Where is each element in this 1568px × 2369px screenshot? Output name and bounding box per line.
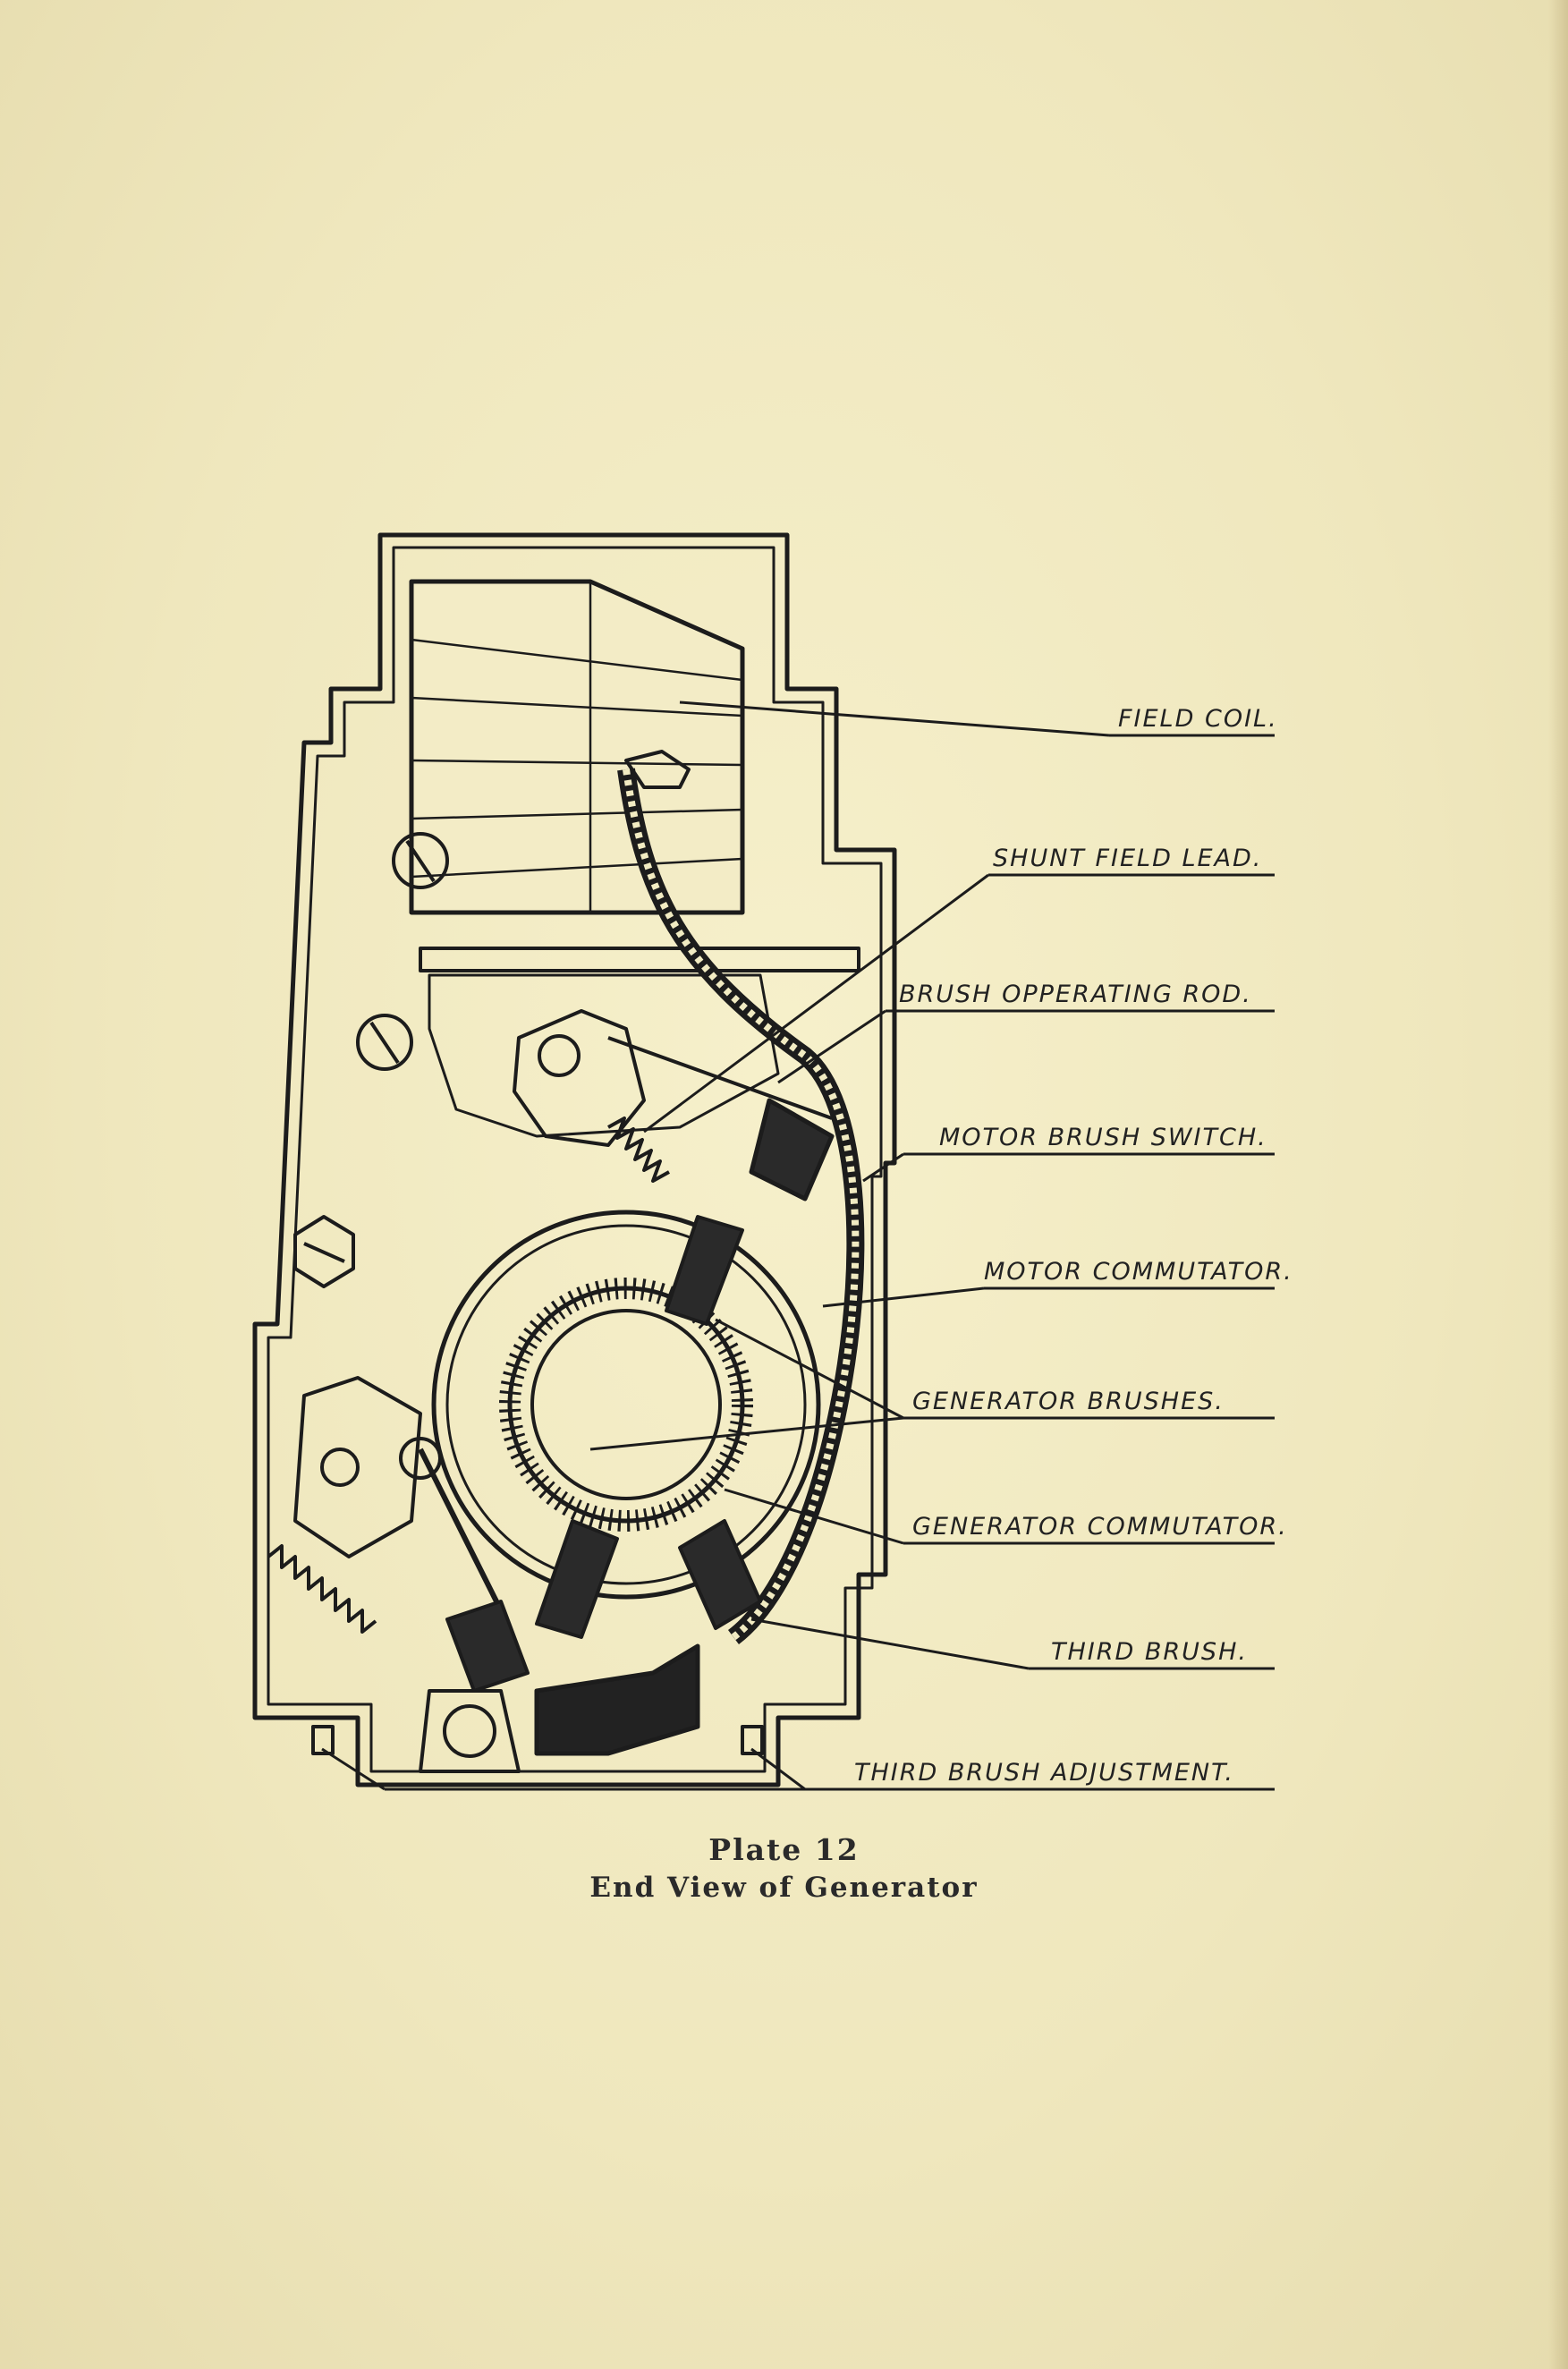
plate-title: End View of Generator — [589, 1872, 979, 1904]
label-motor-commutator: MOTOR COMMUTATOR. — [984, 1258, 1293, 1286]
generator-housing — [252, 532, 897, 1787]
label-third-brush-adjustment: THIRD BRUSH ADJUSTMENT. — [854, 1759, 1234, 1787]
field-coil — [409, 579, 745, 915]
generator-brushes — [535, 1215, 762, 1639]
label-generator-commutator: GENERATOR COMMUTATOR. — [912, 1513, 1288, 1541]
label-generator-brushes: GENERATOR BRUSHES. — [912, 1388, 1225, 1415]
plate-number: Plate 12 — [708, 1832, 860, 1867]
label-motor-brush-switch: MOTOR BRUSH SWITCH. — [939, 1124, 1267, 1151]
third-brush-plate — [534, 1643, 700, 1756]
label-third-brush: THIRD BRUSH. — [1051, 1638, 1248, 1666]
label-brush-operating-rod: BRUSH OPPERATING ROD. — [899, 981, 1252, 1008]
motor-commutator — [431, 1210, 821, 1600]
label-shunt-field-lead: SHUNT FIELD LEAD. — [993, 845, 1262, 872]
motor-brush-switch — [749, 1098, 835, 1201]
label-field-coil: FIELD COIL. — [1118, 705, 1278, 733]
